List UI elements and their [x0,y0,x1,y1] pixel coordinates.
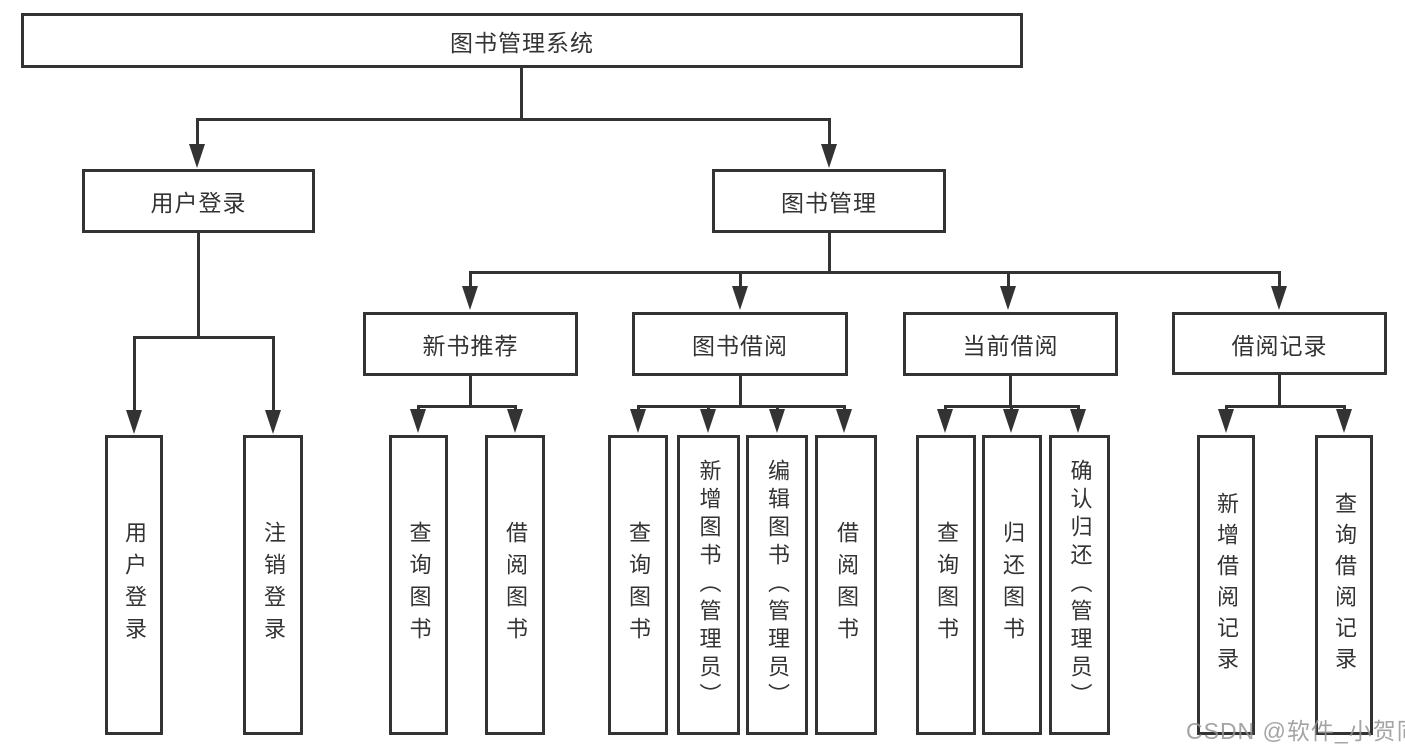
leaf-add-borrow-record: 新增借阅记录 [1197,435,1255,735]
arrowhead-down-icon [462,286,478,310]
connector-line [776,405,779,411]
connector-line [133,336,275,339]
arrowhead-down-icon [410,409,426,433]
arrowhead-down-icon [1000,286,1016,310]
leaf-user-login: 用户登录 [105,435,163,735]
node-book-management: 图书管理 [712,169,946,233]
leaf-return-books: 归还图书 [982,435,1042,735]
connector-line [707,405,710,411]
connector-line [1009,376,1012,408]
arrowhead-down-icon [821,144,837,168]
arrowhead-down-icon [1271,286,1287,310]
connector-line [1278,271,1281,288]
connector-line [520,66,523,120]
leaf-label: 查询图书 [934,521,959,649]
node-borrowing-records: 借阅记录 [1172,312,1387,375]
leaf-label: 编辑图书（管理员） [765,459,790,711]
leaf-edit-books-admin: 编辑图书（管理员） [746,435,808,735]
connector-line [417,405,420,411]
connector-line [637,405,640,411]
connector-line [828,233,831,274]
csdn-watermark: CSDN @软件_小贺同学 [1186,718,1405,744]
connector-line [828,118,831,146]
leaf-label: 借阅图书 [834,521,859,649]
node-user-login: 用户登录 [82,169,315,233]
connector-line [1278,375,1281,408]
arrowhead-down-icon [630,409,646,433]
leaf-label: 注销登录 [261,521,286,649]
connector-line [417,405,517,408]
leaf-query-books-recommend: 查询图书 [389,435,448,735]
arrowhead-down-icon [1336,409,1352,433]
arrowhead-down-icon [1218,409,1234,433]
connector-line [196,118,199,146]
arrowhead-down-icon [265,410,281,434]
connector-line [469,271,472,288]
arrowhead-down-icon [1070,409,1086,433]
arrowhead-down-icon [732,286,748,310]
connector-line [196,118,831,121]
arrowhead-down-icon [700,409,716,433]
connector-line [1007,271,1010,288]
arrowhead-down-icon [507,409,523,433]
connector-line [514,405,517,411]
connector-line [1010,405,1013,411]
leaf-label: 新增借阅记录 [1214,492,1239,678]
connector-line [944,405,947,411]
node-current-borrowing: 当前借阅 [903,312,1118,376]
connector-line [133,336,136,411]
leaf-confirm-return-admin: 确认归还（管理员） [1049,435,1110,735]
arrowhead-down-icon [1003,409,1019,433]
leaf-borrow-books-borrowing: 借阅图书 [815,435,877,735]
connector-line [469,376,472,408]
arrowhead-down-icon [937,409,953,433]
arrowhead-down-icon [189,144,205,168]
node-new-book-recommendation: 新书推荐 [363,312,578,376]
arrowhead-down-icon [126,410,142,434]
node-book-borrowing: 图书借阅 [632,312,848,376]
leaf-label: 查询借阅记录 [1332,492,1357,678]
leaf-add-books-admin: 新增图书（管理员） [677,435,740,735]
leaf-label: 确认归还（管理员） [1067,459,1093,711]
connector-line [739,376,742,408]
arrowhead-down-icon [769,409,785,433]
leaf-label: 查询图书 [626,521,651,649]
connector-line [843,405,846,411]
connector-line [739,271,742,288]
leaf-query-books-borrowing: 查询图书 [608,435,668,735]
leaf-label: 借阅图书 [503,521,528,649]
leaf-query-books-current: 查询图书 [916,435,976,735]
connector-line [469,271,1281,274]
connector-line [637,405,846,408]
leaf-label: 用户登录 [122,521,147,649]
connector-line [272,336,275,411]
leaf-label: 新增图书（管理员） [696,459,722,711]
connector-line [1077,405,1080,411]
connector-line [1225,405,1345,408]
connector-line [1343,405,1346,411]
leaf-label: 查询图书 [406,521,432,649]
node-library-management-system: 图书管理系统 [21,13,1023,68]
connector-line [197,233,200,339]
leaf-label: 归还图书 [1000,521,1025,649]
connector-line [1225,405,1228,411]
leaf-logout: 注销登录 [243,435,303,735]
arrowhead-down-icon [836,409,852,433]
leaf-query-borrow-record: 查询借阅记录 [1315,435,1373,735]
leaf-borrow-books-recommend: 借阅图书 [485,435,545,735]
